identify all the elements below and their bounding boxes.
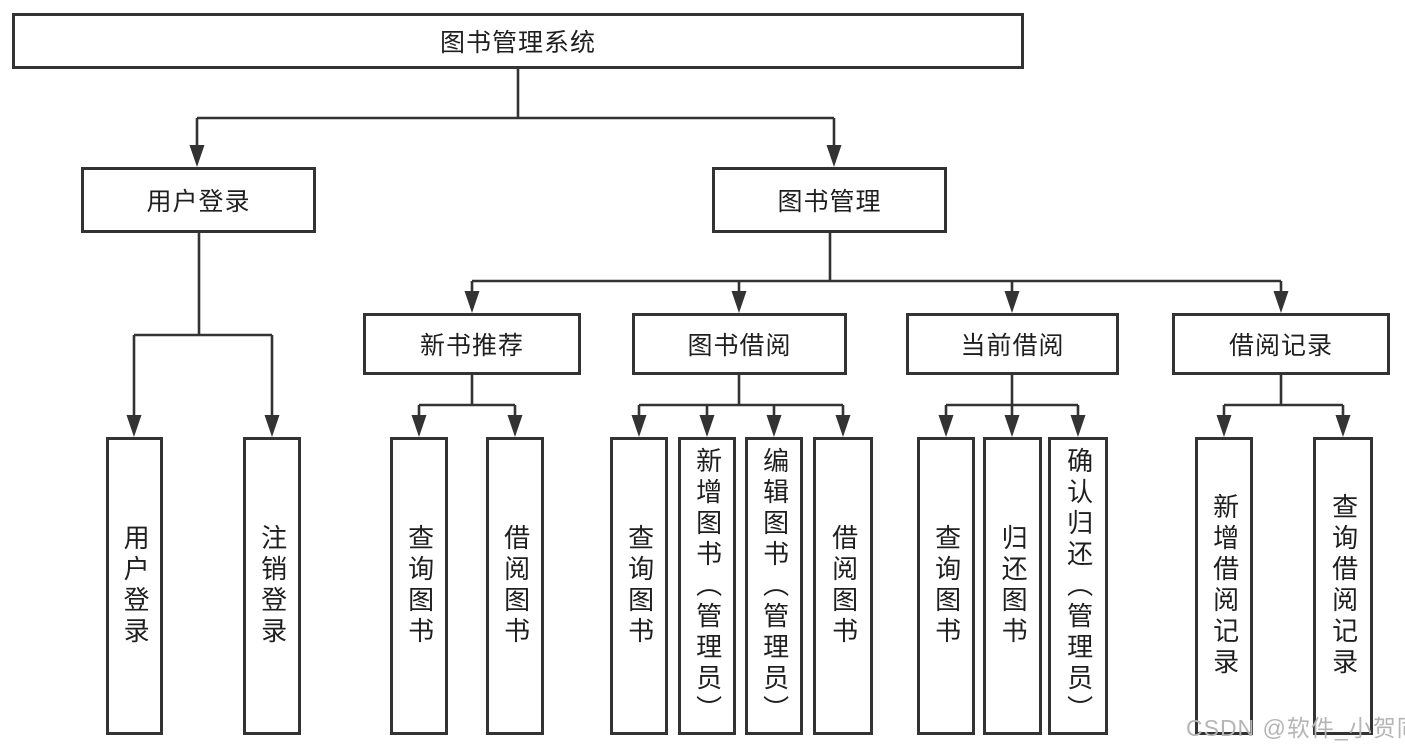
leaf-label: 归还图书	[998, 524, 1029, 648]
leaf-add-books-admin: 新增图书（管理员）	[678, 437, 736, 735]
node-library-management-system: 图书管理系统	[12, 13, 1024, 69]
leaf-label: 编辑图书（管理员）	[759, 446, 790, 726]
leaf-user-login: 用户登录	[106, 437, 163, 735]
leaf-label: 注销登录	[257, 524, 288, 648]
leaf-label: 借阅图书	[828, 524, 859, 648]
leaf-confirm-return-admin: 确认归还（管理员）	[1048, 437, 1108, 735]
leaf-query-books-current: 查询图书	[917, 437, 975, 735]
node-current-borrowing: 当前借阅	[906, 313, 1119, 375]
leaf-return-books: 归还图书	[983, 437, 1042, 735]
leaf-label: 新增图书（管理员）	[692, 446, 723, 726]
leaf-label: 借阅图书	[500, 524, 531, 648]
watermark: CSDN @软件_小贺同学	[1186, 715, 1405, 741]
node-book-borrowing: 图书借阅	[632, 313, 847, 375]
leaf-edit-books-admin: 编辑图书（管理员）	[745, 437, 803, 735]
node-borrowing-records: 借阅记录	[1172, 313, 1390, 375]
node-user-login: 用户登录	[81, 167, 316, 233]
leaf-query-books-recommendation: 查询图书	[390, 437, 448, 735]
leaf-label: 查询借阅记录	[1328, 493, 1359, 679]
leaf-query-borrow-record: 查询借阅记录	[1313, 437, 1373, 735]
leaf-borrow-books-recommendation: 借阅图书	[486, 437, 544, 735]
leaf-label: 查询图书	[931, 524, 962, 648]
leaf-label: 确认归还（管理员）	[1063, 446, 1094, 726]
node-book-management: 图书管理	[712, 167, 947, 233]
node-new-book-recommendation: 新书推荐	[363, 313, 581, 375]
leaf-label: 用户登录	[120, 524, 151, 648]
leaf-label: 查询图书	[624, 524, 655, 648]
leaf-logout-login: 注销登录	[243, 437, 301, 735]
leaf-label: 查询图书	[404, 524, 435, 648]
leaf-add-borrow-record: 新增借阅记录	[1195, 437, 1253, 735]
leaf-query-books-borrowing: 查询图书	[610, 437, 668, 735]
leaf-borrow-books: 借阅图书	[813, 437, 873, 735]
leaf-label: 新增借阅记录	[1209, 493, 1240, 679]
